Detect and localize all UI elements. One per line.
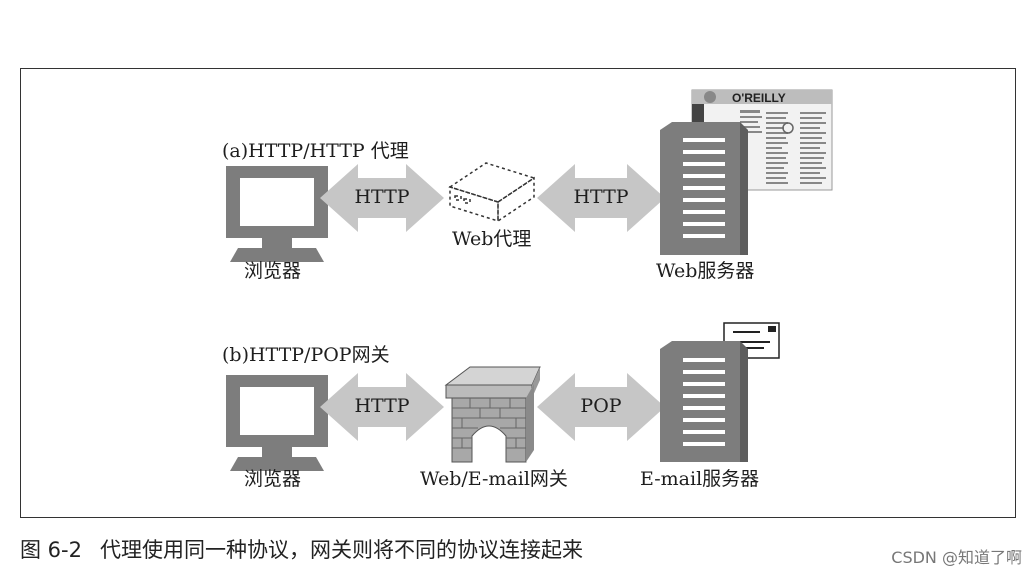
figure-number: 图 6-2 [20, 538, 82, 562]
panel-b-client-label: 浏览器 [244, 468, 302, 490]
panel-b-left-arrow-label: HTTP [354, 395, 410, 417]
panel-b-gateway-label: Web/E-mail网关 [420, 468, 568, 490]
panel-a-title: (a)HTTP/HTTP 代理 [222, 140, 409, 162]
panel-a-proxy-label: Web代理 [452, 228, 532, 250]
diagram-frame [20, 68, 1016, 518]
double-arrow-icon [537, 373, 665, 441]
figure-caption-text: 代理使用同一种协议，网关则将不同的协议连接起来 [99, 538, 583, 562]
panel-a-server-label: Web服务器 [656, 260, 755, 282]
panel-b-title: (b)HTTP/POP网关 [222, 344, 390, 366]
panel-a-client-label: 浏览器 [244, 260, 302, 282]
figure-caption: 图 6-2 代理使用同一种协议，网关则将不同的协议连接起来 [20, 540, 583, 561]
web-server-icon [660, 122, 748, 255]
double-arrow-icon [537, 164, 665, 232]
email-server-icon [660, 341, 748, 462]
browser-monitor-icon [226, 166, 328, 262]
browser-monitor-icon [226, 375, 328, 471]
panel-a-right-arrow-label: HTTP [573, 186, 629, 208]
gateway-arch-icon [444, 366, 541, 463]
panel-b-right-arrow-label: POP [580, 395, 622, 417]
proxy-box-icon [448, 162, 536, 223]
watermark: CSDN @知道了啊 [891, 548, 1022, 567]
panel-a-left-arrow-label: HTTP [354, 186, 410, 208]
double-arrow-icon [320, 164, 444, 232]
panel-b-server-label: E-mail服务器 [640, 468, 760, 490]
double-arrow-icon [320, 373, 444, 441]
web-page-brand: O'REILLY [732, 91, 786, 105]
